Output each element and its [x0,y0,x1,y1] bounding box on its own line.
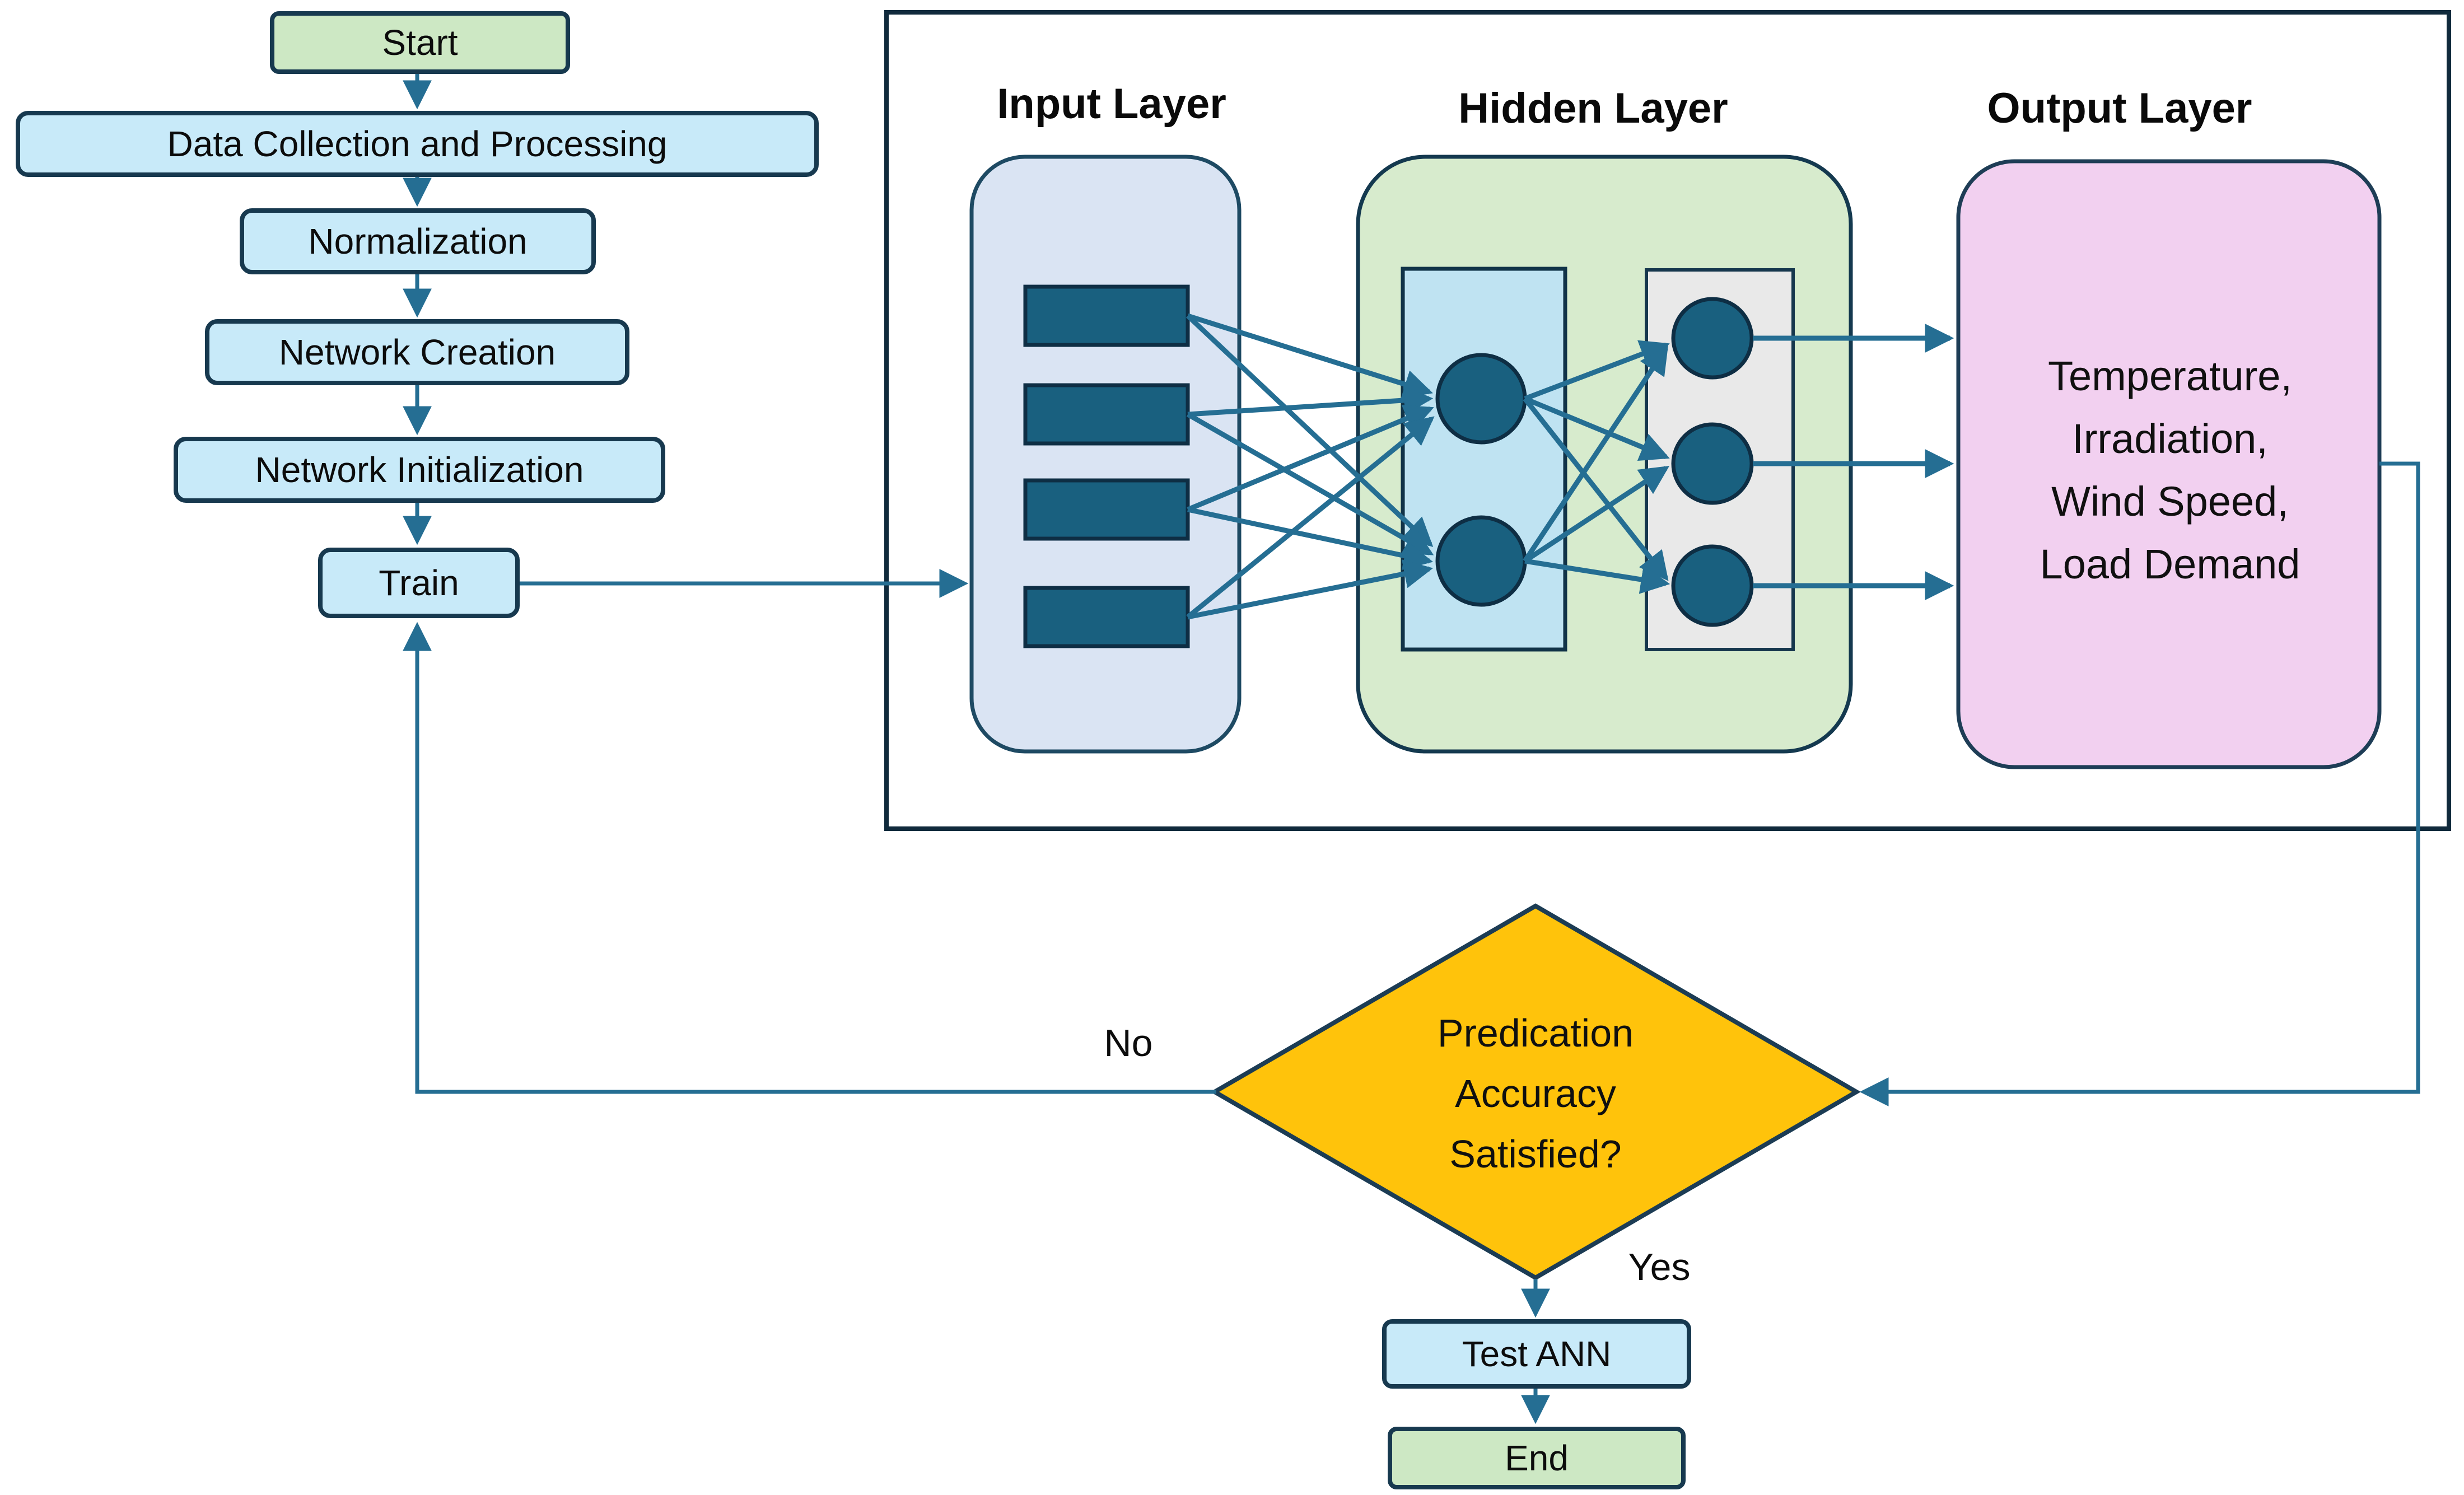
edge-hidden1-out2 [1524,396,1670,461]
input-layer-container [969,155,1242,754]
hidden-layer-title-text: Hidden Layer [1458,84,1728,132]
decision-line-2: Accuracy [1455,1072,1616,1115]
data-collection-box: Data Collection and Processing [16,111,819,177]
train-label: Train [379,562,459,603]
edge-input3-hidden2 [1187,507,1434,571]
edge-hidden1-out3 [1523,397,1669,581]
end-label: End [1505,1437,1569,1478]
input-node-2 [1023,383,1190,446]
edge-input2-hidden1 [1187,385,1434,417]
edge-input1-hidden1 [1187,313,1433,399]
input-node-3 [1023,478,1190,541]
network-initialization-label: Network Initialization [255,449,584,490]
output-layer-text: Temperature, Irradiation, Wind Speed, Lo… [1971,342,2369,599]
yes-label-text: Yes [1628,1246,1691,1288]
edge-hidden2-out3 [1524,558,1670,594]
hidden-layer-title: Hidden Layer [1434,83,1753,133]
edge-decision-train-no [403,622,1216,1094]
normalization-label: Normalization [308,221,528,261]
decision-line-1: Predication [1437,1011,1634,1055]
edge-input4-hidden1 [1186,416,1435,619]
start-box: Start [270,11,570,74]
input-node-1 [1023,284,1190,347]
train-box: Train [318,548,520,618]
output-node-3 [1671,544,1754,627]
no-label-text: No [1104,1022,1153,1064]
edge-input2-hidden2 [1186,412,1434,555]
output-line-2: Irradiation, [2072,415,2268,462]
edge-outputbox-decision-feedback [1859,461,2420,1106]
test-ann-label: Test ANN [1462,1333,1612,1374]
decision-diamond [1210,903,1861,1281]
hidden-node-1 [1435,353,1527,445]
output-line-3: Wind Speed, [2051,478,2289,525]
edge-hidden2-out1 [1523,344,1669,563]
yes-label: Yes [1606,1241,1712,1293]
input-layer-title: Input Layer [969,78,1254,129]
normalization-box: Normalization [240,208,596,274]
output-layer-title: Output Layer [1960,83,2279,133]
network-creation-box: Network Creation [205,319,629,385]
edge-input3-hidden1 [1187,405,1434,512]
output-line-4: Load Demand [2040,541,2300,587]
decision-line-3: Satisfied? [1449,1132,1622,1176]
edge-input4-hidden2 [1187,559,1434,620]
no-label: No [1081,1018,1176,1068]
input-layer-title-text: Input Layer [997,80,1226,128]
start-label: Start [382,22,458,63]
output-line-1: Temperature, [2048,353,2292,399]
output-node-2 [1671,422,1754,505]
decision-text: Predication Accuracy Satisfied? [1351,1001,1720,1186]
test-ann-box: Test ANN [1382,1319,1691,1389]
network-initialization-box: Network Initialization [174,437,665,503]
edge-input1-hidden2 [1186,314,1434,547]
input-node-4 [1023,586,1190,648]
edge-hidden2-out2 [1523,465,1670,563]
output-node-1 [1671,297,1754,380]
network-creation-label: Network Creation [278,331,556,372]
hidden-node-2 [1435,515,1527,607]
output-layer-title-text: Output Layer [1987,84,2252,132]
end-box: End [1388,1427,1686,1489]
data-collection-label: Data Collection and Processing [167,123,668,164]
